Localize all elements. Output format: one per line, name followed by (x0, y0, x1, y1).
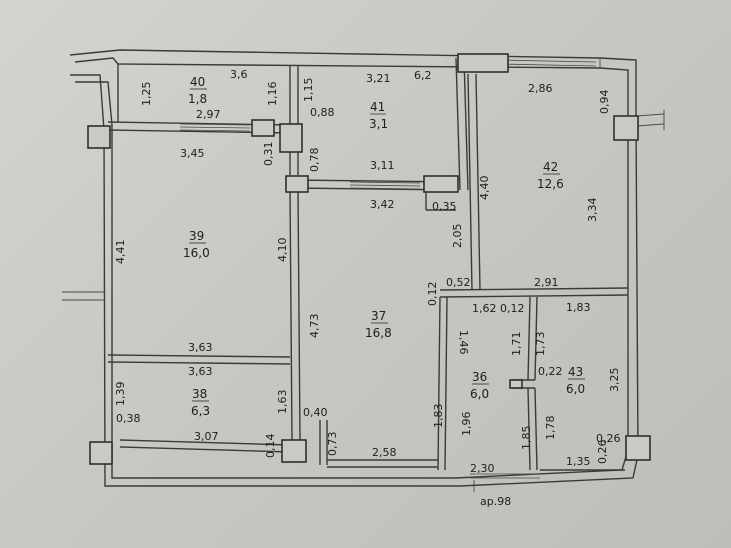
column-square (613, 115, 639, 141)
dimension-label: 3,07 (194, 430, 219, 443)
dimension-label: 3,6 (230, 68, 248, 81)
room-number: 39 (189, 229, 204, 243)
dimension-label: 3,63 (188, 365, 213, 378)
column-square (281, 439, 307, 463)
window-openings (179, 59, 597, 479)
room-number: 43 (568, 365, 583, 379)
dimension-label: 1,25 (140, 82, 153, 107)
structural-columns (87, 53, 651, 465)
dimension-label: 3,21 (366, 72, 391, 85)
dimension-label: 0,40 (303, 406, 328, 419)
dimension-label: 1,96 (460, 412, 473, 437)
dimension-label: 4,10 (276, 238, 289, 263)
dimension-label: 0,78 (308, 148, 321, 173)
room-number: 38 (192, 387, 207, 401)
column-square (279, 123, 303, 153)
dimension-labels: 3,6 1,25 1,16 2,97 3,45 3,21 6,2 1,15 0,… (114, 68, 621, 475)
room-number: 36 (472, 370, 487, 384)
dimension-label: 1,83 (432, 404, 445, 429)
dimension-label: 2,05 (451, 224, 464, 249)
dimension-label: 0,26 (596, 432, 621, 445)
dimension-label: 2,58 (372, 446, 397, 459)
dimension-label: 0,31 (262, 142, 275, 167)
room-area: 1,8 (188, 92, 207, 106)
column-square (457, 53, 509, 73)
dimension-label: 1,16 (266, 82, 279, 107)
dimension-label: 1,39 (114, 382, 127, 407)
dimension-label: 4,73 (308, 314, 321, 339)
dimension-label: 1,83 (566, 301, 591, 314)
dimension-label: 1,15 (302, 78, 315, 103)
footer-label: ар.98 (480, 495, 511, 508)
dimension-label: 0,88 (310, 106, 335, 119)
room-number: 40 (190, 75, 205, 89)
dimension-label: 6,2 (414, 69, 432, 82)
room-area: 6,0 (566, 382, 585, 396)
dimension-label: 3,25 (608, 368, 621, 393)
dimension-label: 3,34 (586, 198, 599, 223)
dimension-label: 1,63 (276, 390, 289, 415)
dimension-label: 1,78 (544, 416, 557, 441)
column-square (87, 125, 111, 149)
room-number: 37 (371, 309, 386, 323)
dimension-label: 4,41 (114, 240, 127, 265)
room-number: 41 (370, 100, 385, 114)
dimension-label: 4,40 (478, 176, 491, 201)
dimension-label: 0,94 (598, 90, 611, 115)
dimension-label: 1,73 (534, 332, 547, 357)
room-labels: 40 1,8 41 3,1 42 12,6 39 16,0 37 16,8 36… (183, 75, 585, 418)
column-square (423, 175, 459, 193)
dimension-label: 3,63 (188, 341, 213, 354)
dimension-label: 2,97 (196, 108, 221, 121)
dimension-label: 3,45 (180, 147, 205, 160)
dimension-label: 3,42 (370, 198, 395, 211)
column-square (89, 441, 113, 465)
dimension-label: 0,26 (596, 440, 609, 465)
room-area: 12,6 (537, 177, 564, 191)
column-square (625, 435, 651, 461)
dimension-label: 1,62 (472, 302, 497, 315)
interior-walls (107, 57, 629, 471)
column-square (509, 379, 523, 389)
dimension-label: 0,22 (538, 365, 563, 378)
dimension-label: 2,86 (528, 82, 553, 95)
room-area: 3,1 (369, 117, 388, 131)
dimension-label: 0,52 (446, 276, 471, 289)
dimension-label: 2,91 (534, 276, 559, 289)
room-number: 42 (543, 160, 558, 174)
exterior-walls (62, 49, 665, 487)
room-area: 6,3 (191, 404, 210, 418)
room-area: 16,8 (365, 326, 392, 340)
column-square (251, 119, 275, 137)
dimension-label: 2,30 (470, 462, 495, 475)
dimension-label: 1,46 (457, 330, 470, 355)
dimension-label: 0,35 (432, 200, 457, 213)
room-area: 16,0 (183, 246, 210, 260)
dimension-label: 1,71 (510, 332, 523, 357)
column-square (285, 175, 309, 193)
dimension-label: 0,12 (500, 302, 525, 315)
room-area: 6,0 (470, 387, 489, 401)
dimension-label: 0,73 (326, 432, 339, 457)
dimension-label: 1,85 (520, 426, 533, 451)
dimension-label: 1,35 (566, 455, 591, 468)
dimension-label: 0,38 (116, 412, 141, 425)
dimension-label: 0,14 (264, 434, 277, 459)
dimension-label: 0,12 (426, 282, 439, 307)
dimension-label: 3,11 (370, 159, 395, 172)
